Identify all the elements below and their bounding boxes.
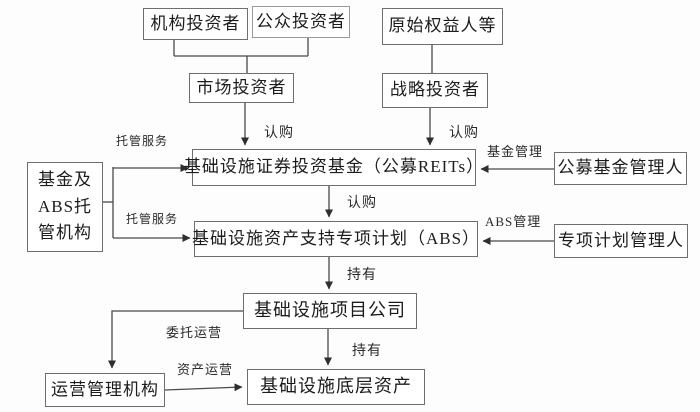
- node-plan-manager: 专项计划管理人: [554, 224, 688, 258]
- node-fund-manager: 公募基金管理人: [554, 152, 687, 185]
- node-reits-fund: 基础设施证券投资基金（公募REITs）: [184, 149, 483, 186]
- edge-label-asset-operation: 资产运营: [177, 362, 234, 377]
- arrow-asset-operation: [164, 383, 243, 392]
- node-project-company: 基础设施项目公司: [243, 293, 417, 329]
- node-market-investor: 市场投资者: [189, 73, 294, 103]
- edge-label-subscribe-market: 认购: [264, 126, 294, 141]
- node-operation-manager: 运营管理机构: [45, 373, 165, 407]
- edge-label-subscribe-strategic: 认购: [449, 126, 479, 141]
- node-original-equity-holder: 原始权益人等: [382, 8, 503, 45]
- node-underlying-asset: 基础设施底层资产: [247, 369, 425, 405]
- edge-label-custody-upper: 托管服务: [116, 134, 169, 148]
- edge-label-custody-lower: 托管服务: [126, 212, 179, 226]
- node-public-investor: 公众投资者: [252, 6, 350, 38]
- node-abs-plan: 基础设施资产支持专项计划（ABS）: [192, 221, 479, 257]
- edge-label-subscribe-abs: 认购: [347, 196, 377, 211]
- edge-label-fund-management: 基金管理: [487, 144, 544, 159]
- node-strategic-investor: 战略投资者: [382, 73, 488, 108]
- edge-label-hold-underlying: 持有: [352, 344, 382, 359]
- edge-label-entrusted-operation: 委托运营: [166, 325, 223, 340]
- arrow-entrusted-operation: [108, 310, 243, 369]
- edge-label-hold-project: 持有: [347, 268, 377, 283]
- edge-label-abs-management: ABS管理: [485, 214, 542, 229]
- node-custodian: 基金及 ABS托 管机构: [27, 162, 103, 252]
- node-institutional-investor: 机构投资者: [143, 8, 248, 40]
